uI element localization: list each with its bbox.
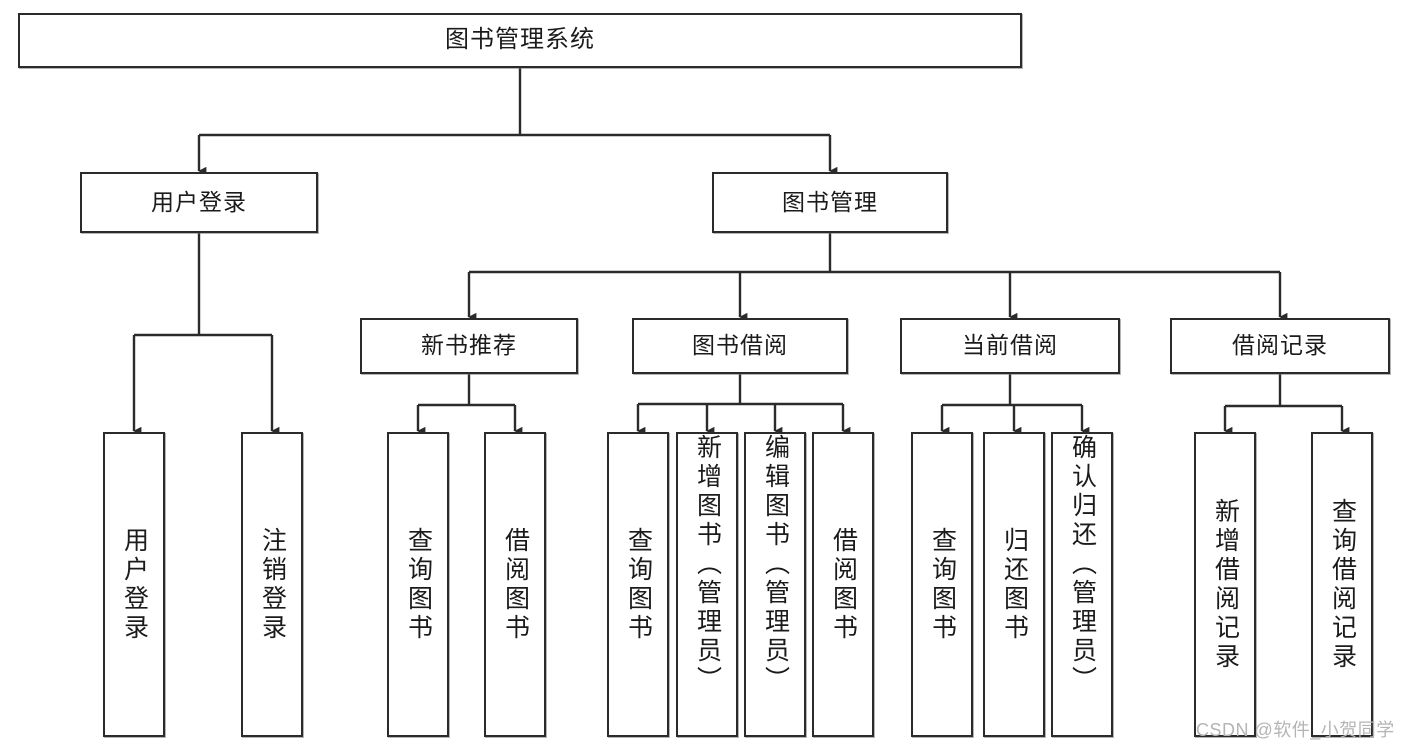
node-label-leaf-borrow-book-2: 借阅图书	[829, 526, 858, 643]
edge-layer	[132, 68, 1350, 436]
node-label-leaf-logout-login: 注销登录	[258, 526, 287, 643]
node-leaf-query-borrow-record[interactable]: 查询借阅记录	[1311, 432, 1373, 737]
node-current-borrow[interactable]: 当前借阅	[900, 318, 1120, 374]
node-leaf-add-book-admin[interactable]: 新增图书（管理员）	[676, 432, 738, 737]
node-leaf-return-book[interactable]: 归还图书	[983, 432, 1045, 737]
node-leaf-edit-book-admin[interactable]: 编辑图书（管理员）	[744, 432, 806, 737]
node-leaf-query-book-2[interactable]: 查询图书	[607, 432, 669, 737]
node-label-new-book-recommend: 新书推荐	[421, 332, 517, 359]
watermark-text: CSDN @软件_小贺同学	[1196, 720, 1395, 740]
node-leaf-query-book-1[interactable]: 查询图书	[387, 432, 449, 737]
node-label-leaf-add-borrow-record: 新增借阅记录	[1211, 497, 1240, 672]
node-label-leaf-return-book: 归还图书	[1000, 526, 1029, 643]
node-user-login[interactable]: 用户登录	[80, 172, 318, 233]
node-label-book-management: 图书管理	[782, 188, 878, 215]
node-new-book-recommend[interactable]: 新书推荐	[360, 318, 578, 374]
node-label-user-login: 用户登录	[151, 188, 247, 215]
node-leaf-user-login[interactable]: 用户登录	[103, 432, 165, 737]
node-leaf-borrow-book-1[interactable]: 借阅图书	[484, 432, 546, 737]
node-leaf-query-book-3[interactable]: 查询图书	[911, 432, 973, 737]
node-book-management[interactable]: 图书管理	[712, 172, 948, 233]
node-leaf-borrow-book-2[interactable]: 借阅图书	[812, 432, 874, 737]
node-label-leaf-edit-book-admin: 编辑图书（管理员）	[761, 434, 790, 695]
node-label-leaf-query-borrow-record: 查询借阅记录	[1328, 497, 1357, 672]
node-label-leaf-query-book-1: 查询图书	[404, 526, 433, 643]
node-label-leaf-borrow-book-1: 借阅图书	[501, 526, 530, 643]
node-leaf-confirm-return-admin[interactable]: 确认归还（管理员）	[1051, 432, 1113, 737]
node-leaf-add-borrow-record[interactable]: 新增借阅记录	[1194, 432, 1256, 737]
node-label-book-borrow: 图书借阅	[692, 332, 788, 359]
node-label-leaf-query-book-2: 查询图书	[624, 526, 653, 643]
node-borrow-record[interactable]: 借阅记录	[1170, 318, 1390, 374]
node-label-root: 图书管理系统	[445, 26, 595, 54]
node-label-leaf-add-book-admin: 新增图书（管理员）	[693, 434, 722, 695]
node-label-current-borrow: 当前借阅	[962, 332, 1058, 359]
node-label-borrow-record: 借阅记录	[1232, 332, 1328, 359]
node-label-leaf-confirm-return-admin: 确认归还（管理员）	[1068, 434, 1097, 695]
node-book-borrow[interactable]: 图书借阅	[632, 318, 848, 374]
node-label-leaf-user-login: 用户登录	[120, 526, 149, 643]
node-root[interactable]: 图书管理系统	[18, 13, 1022, 68]
node-label-leaf-query-book-3: 查询图书	[928, 526, 957, 643]
node-leaf-logout-login[interactable]: 注销登录	[241, 432, 303, 737]
